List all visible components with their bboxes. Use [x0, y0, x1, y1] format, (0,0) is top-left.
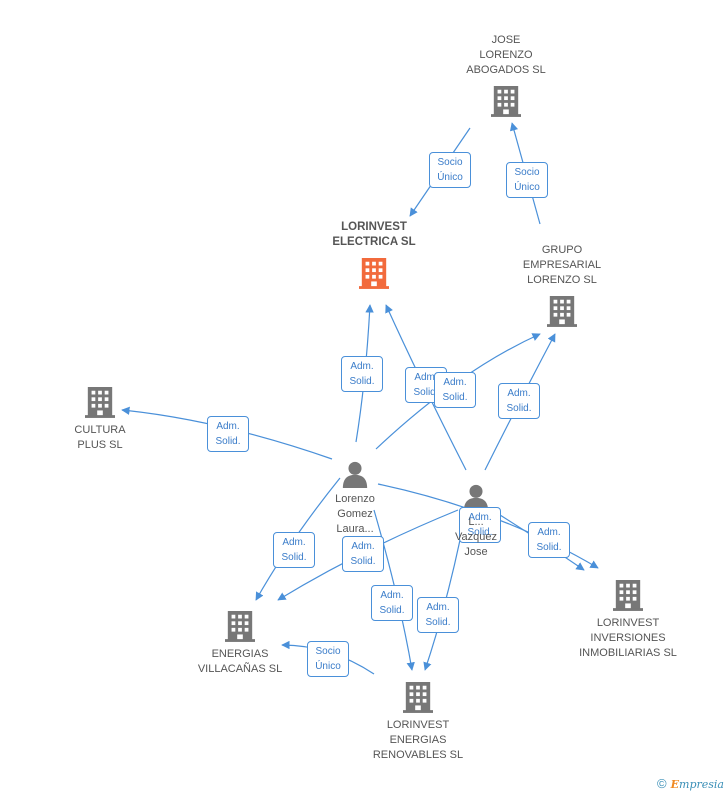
edge-label[interactable]: Adm. Solid.	[207, 416, 249, 452]
brand-logo: Empresia	[670, 778, 724, 791]
node-label-lorinvest-energias[interactable]: LORINVEST ENERGIAS RENOVABLES SL	[372, 719, 464, 761]
node-label-lorinvest-inversiones[interactable]: LORINVEST INVERSIONES INMOBILIARIAS SL	[579, 617, 677, 659]
building-icon[interactable]	[491, 86, 521, 117]
node-label-lorinvest-electrica[interactable]: LORINVEST ELECTRICA SL	[332, 221, 416, 248]
building-icon[interactable]	[613, 580, 643, 611]
edge-label[interactable]: Adm. Solid.	[528, 522, 570, 558]
building-icon[interactable]	[547, 296, 577, 327]
edge-label[interactable]: Socio Único	[307, 641, 349, 677]
building-icon[interactable]	[403, 682, 433, 713]
building-icon[interactable]	[225, 611, 255, 642]
edge-label[interactable]: Socio Único	[429, 152, 471, 188]
edge-label[interactable]: Adm. Solid.	[342, 536, 384, 572]
edge-label[interactable]: Adm. Solid.	[341, 356, 383, 392]
node-label-jose-lorenzo-abogados[interactable]: JOSE LORENZO ABOGADOS SL	[466, 34, 546, 76]
edge-label[interactable]: Adm. Solid.	[371, 585, 413, 621]
edge-label[interactable]: Adm. Solid.	[273, 532, 315, 568]
edge-label[interactable]: Adm. Solid.	[417, 597, 459, 633]
edge-label[interactable]: Adm. Solid.	[498, 383, 540, 419]
nodes-layer	[85, 86, 643, 713]
edge-label[interactable]: Adm. Solid.	[434, 372, 476, 408]
person-icon[interactable]	[342, 461, 368, 488]
node-label-cultura-plus[interactable]: CULTURA PLUS SL	[74, 424, 126, 451]
node-label-lorenzo-gomez[interactable]: Lorenzo Gomez Laura...	[335, 493, 375, 535]
node-label-energias-villacanas[interactable]: ENERGIAS VILLACAÑAS SL	[197, 648, 283, 675]
edge-label[interactable]: Socio Único	[506, 162, 548, 198]
copyright-icon: ©	[657, 776, 667, 791]
edge-label[interactable]: Adm. Solid.	[459, 507, 501, 543]
building-icon[interactable]	[85, 387, 115, 418]
node-label-grupo-empresarial-lorenzo[interactable]: GRUPO EMPRESARIAL LORENZO SL	[522, 244, 602, 286]
node-label-lorenzo-vazquez[interactable]: L... Vazquez Jose	[455, 516, 497, 558]
building-icon[interactable]	[359, 258, 389, 289]
brand-footer[interactable]: ©Empresia	[657, 776, 724, 791]
